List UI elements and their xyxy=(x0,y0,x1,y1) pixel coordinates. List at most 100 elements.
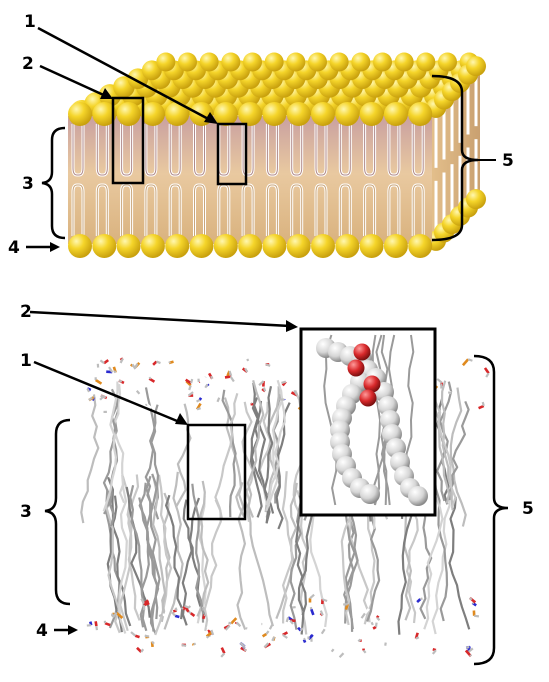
lipid-tail-stick xyxy=(258,401,272,518)
upper-tail-outline xyxy=(194,124,205,176)
head-sphere xyxy=(238,234,263,258)
upper-tail-outline xyxy=(242,124,254,176)
headgroup-bond xyxy=(119,357,124,364)
headgroup-bond xyxy=(357,638,362,643)
headgroup-bond xyxy=(374,622,378,628)
headgroup-bond xyxy=(86,388,91,393)
upper-tail-outline xyxy=(388,124,400,176)
lower-tail-outline xyxy=(388,184,400,236)
head-sphere xyxy=(238,102,263,126)
upper-tail-outline xyxy=(339,124,351,176)
headgroup-bond xyxy=(376,617,381,621)
headgroup-bond xyxy=(210,629,215,636)
lipid-tail-stick xyxy=(436,381,453,502)
headgroup-bond xyxy=(94,621,98,627)
headgroup-bond xyxy=(191,642,195,646)
headgroup-bond xyxy=(171,611,176,617)
headgroup-bond xyxy=(330,648,335,653)
lipid-tail-stick xyxy=(191,483,205,623)
headgroup-bond xyxy=(285,617,290,623)
head-sphere xyxy=(116,234,141,258)
head-sphere xyxy=(335,102,360,126)
head-sphere xyxy=(243,52,262,72)
head-sphere xyxy=(351,52,371,72)
headgroup-bond xyxy=(261,632,268,638)
head-sphere xyxy=(408,234,433,258)
headgroup-bond xyxy=(220,652,226,658)
front-face-tails xyxy=(71,124,425,236)
upper-tail-outline xyxy=(169,124,181,176)
label-1-arrow-head xyxy=(204,112,218,124)
head-sphere xyxy=(68,234,92,258)
head-sphere xyxy=(140,102,165,126)
headgroup-bond xyxy=(436,378,443,384)
headgroup-bond xyxy=(130,631,137,637)
upper-tail-outline xyxy=(96,124,108,176)
lipid-tail-stick xyxy=(423,496,444,630)
label-4: 4 xyxy=(8,238,20,258)
headgroup-bond xyxy=(262,387,267,392)
head-sphere xyxy=(286,52,306,72)
lipid-tail-stick xyxy=(246,379,265,518)
headgroup-bond xyxy=(111,612,118,619)
lipid-tail-stick xyxy=(174,403,192,508)
phospholipid-box xyxy=(111,96,145,185)
label-1: 1 xyxy=(24,12,36,32)
head-sphere xyxy=(140,234,165,258)
head-sphere xyxy=(311,234,335,258)
head-sphere xyxy=(92,234,117,258)
head-sphere xyxy=(359,102,384,126)
lipid-tail-stick xyxy=(107,476,132,627)
headgroup-bond xyxy=(198,397,203,401)
headgroup-atoms xyxy=(86,351,490,659)
lipid-tail-stick xyxy=(419,496,433,620)
label-1b-arrow-head xyxy=(175,413,188,425)
label-5b-brace xyxy=(473,354,509,666)
label-4-arrow-head xyxy=(50,242,60,252)
headgroup-bond xyxy=(100,394,107,399)
lipid-tail-stick xyxy=(149,473,161,632)
headgroup-bond xyxy=(118,379,123,383)
headgroup-bond xyxy=(140,598,145,605)
headgroup-bond xyxy=(380,636,387,644)
headgroup-bond xyxy=(103,359,110,365)
lipid-tail-stick xyxy=(165,494,184,620)
headgroup-bond xyxy=(158,613,163,618)
headgroup-bond xyxy=(465,646,470,649)
lower-tail-outline xyxy=(339,184,351,236)
headgroup-bond xyxy=(104,621,111,627)
headgroup-bond xyxy=(206,635,210,639)
head-sphere xyxy=(416,52,436,72)
headgroup-bond xyxy=(189,612,196,617)
headgroup-bond xyxy=(431,649,437,655)
oxygen-sphere xyxy=(353,343,371,361)
headgroup-bond xyxy=(99,359,105,365)
label-4b-arrow-head xyxy=(68,625,78,635)
headgroup-bond xyxy=(281,380,287,384)
head-sphere xyxy=(221,52,241,72)
headgroup-bond xyxy=(467,647,474,653)
headgroup-bond xyxy=(95,625,99,631)
headgroup-bond xyxy=(246,358,250,362)
headgroup-bond xyxy=(108,366,114,373)
head-sphere xyxy=(286,102,311,126)
headgroup-bond xyxy=(235,621,242,628)
headgroup-bond xyxy=(196,399,201,403)
headgroup-bond xyxy=(258,380,265,387)
headgroup-bond xyxy=(203,613,207,617)
head-sphere xyxy=(165,102,190,126)
headgroup-bond xyxy=(193,642,197,646)
headgroup-bond xyxy=(239,642,246,648)
head-sphere xyxy=(262,102,287,126)
headgroup-bond xyxy=(174,614,180,619)
headgroup-bond xyxy=(204,383,209,389)
lower-tail-outline xyxy=(266,184,278,236)
molecular-bilayer: 2 1 3 4 5 xyxy=(20,302,534,666)
head-sphere xyxy=(359,234,384,258)
lipid-tail-stick xyxy=(182,499,206,616)
side-face-heads xyxy=(426,56,486,251)
headgroup-bond xyxy=(148,376,152,380)
head-sphere xyxy=(199,52,219,72)
headgroup-bond xyxy=(224,624,231,631)
lipid-tail-stick xyxy=(196,480,210,617)
